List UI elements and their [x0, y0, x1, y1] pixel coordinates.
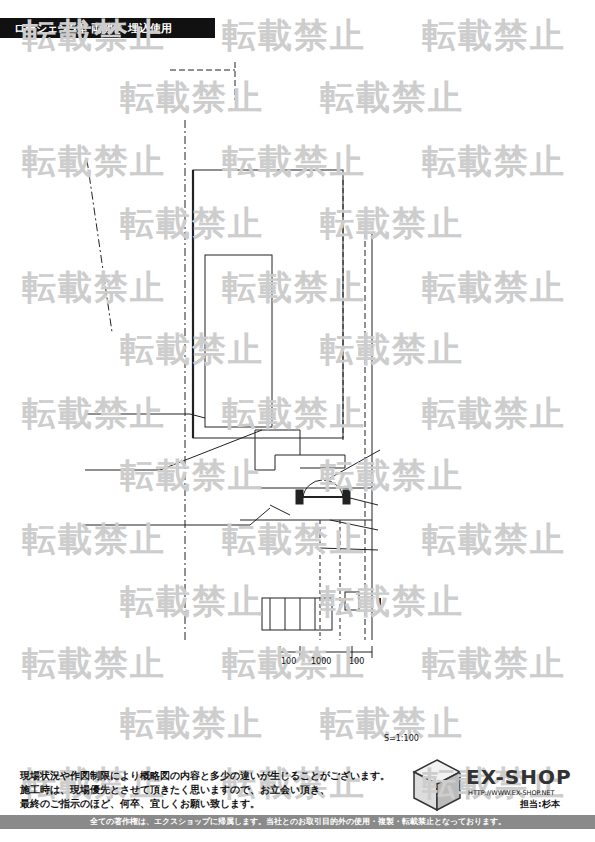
watermark: 転載禁止 — [222, 764, 366, 803]
watermark: 転載禁止 — [22, 520, 166, 559]
watermark: 転載禁止 — [222, 394, 366, 433]
footer-band: 全ての著作権は、エクスショップに帰属します。当社とのお取引目的外の使用・複製・転… — [0, 815, 595, 829]
watermark: 転載禁止 — [422, 16, 566, 55]
watermark: 転載禁止 — [422, 268, 566, 307]
watermark: 転載禁止 — [120, 78, 264, 117]
watermark: 転載禁止 — [120, 204, 264, 243]
watermark: 転載禁止 — [422, 394, 566, 433]
boundary-line — [240, 505, 372, 520]
watermark: 転載禁止 — [320, 456, 464, 495]
boundary-line — [185, 120, 186, 640]
watermark: 転載禁止 — [222, 520, 366, 559]
leader-line — [350, 498, 378, 505]
watermark: 転載禁止 — [320, 582, 464, 621]
watermark: 転載禁止 — [320, 78, 464, 117]
watermark: 転載禁止 — [22, 16, 166, 55]
watermark: 転載禁止 — [120, 582, 264, 621]
watermark: 転載禁止 — [222, 16, 366, 55]
watermark: 転載禁止 — [22, 764, 166, 803]
gate-post — [296, 490, 303, 504]
staff-text: 担当:杉本 — [520, 799, 560, 809]
note-text: 現場状況や作図制限により概略図の内容と多少の違いが生じることがございます。 — [20, 770, 390, 781]
gate-door — [303, 496, 343, 498]
watermark: 転載禁止 — [120, 456, 264, 495]
copyright-text: 全ての著作権は、エクスショップに帰属します。当社とのお取引目的外の使用・複製・転… — [0, 815, 595, 829]
watermark: 転載禁止 — [422, 520, 566, 559]
note-text: 施工時は、現場優先とさせて頂きたく思いますので、お立会い頂き、 — [20, 784, 330, 795]
watermark: 転載禁止 — [422, 142, 566, 181]
watermark: 転載禁止 — [22, 268, 166, 307]
watermark: 転載禁止 — [120, 330, 264, 369]
watermark: 転載禁止 — [222, 142, 366, 181]
watermark: 転載禁止 — [22, 644, 166, 683]
watermark: 転載禁止 — [22, 394, 166, 433]
watermark: 転載禁止 — [222, 268, 366, 307]
watermark: 転載禁止 — [320, 330, 464, 369]
watermark: 転載禁止 — [120, 704, 264, 743]
url-text: HTTP://WWW.EX-SHOP.NET — [468, 790, 554, 797]
car-detail — [270, 598, 315, 630]
logo-text: EX-SHOP — [466, 766, 572, 789]
watermark: 転載禁止 — [22, 142, 166, 181]
watermark: 転載禁止 — [320, 204, 464, 243]
note-text: 最終のご指示のほど、何卒、宜しくお願い致します。 — [20, 798, 260, 809]
boundary-line — [372, 232, 373, 640]
scale-text: S=1:100 — [384, 734, 419, 743]
dimension-text: 100 — [349, 657, 364, 666]
watermark: 転載禁止 — [422, 644, 566, 683]
dimension-text: 1000 — [311, 657, 331, 666]
dimension-text: 100 — [281, 657, 296, 666]
